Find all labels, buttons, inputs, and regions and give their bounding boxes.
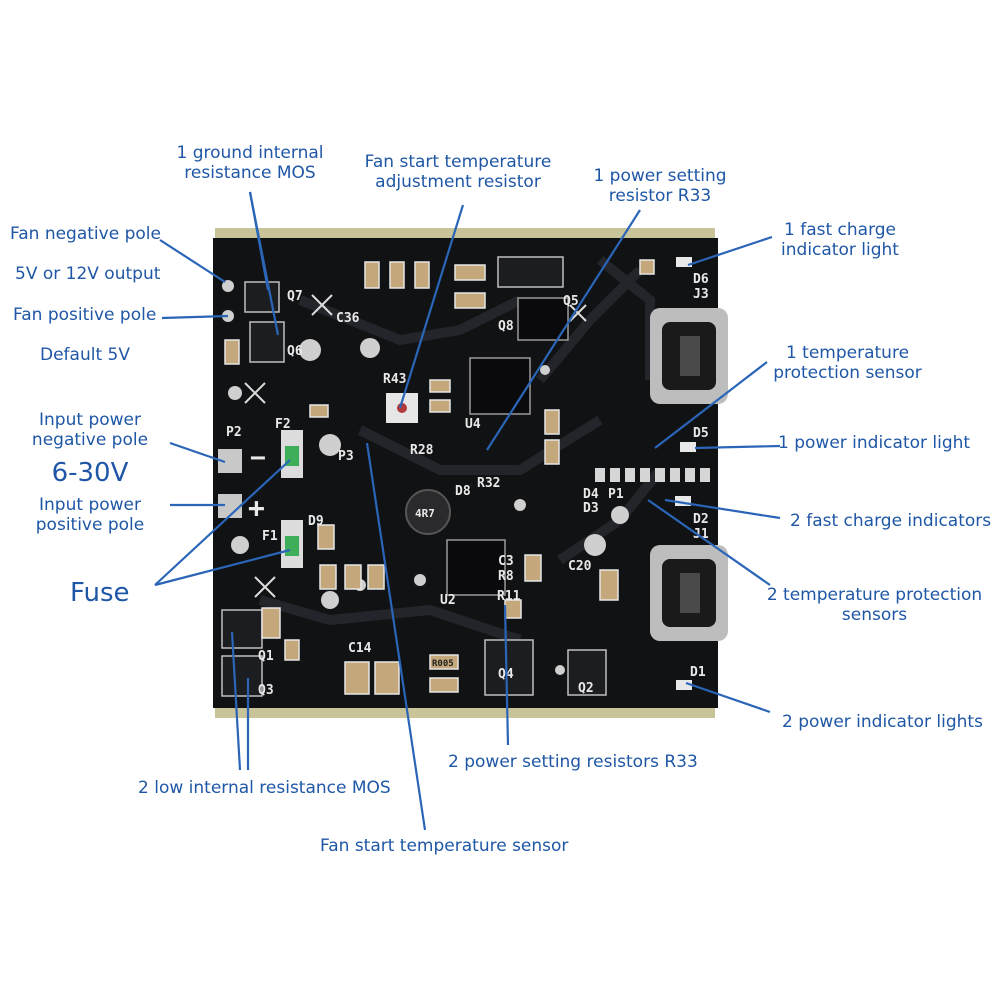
label-power-resistor-1-line2: resistor R33 — [608, 186, 712, 206]
label-fan-adjust-line2: adjustment resistor — [375, 172, 541, 192]
leds — [675, 257, 696, 690]
silk-c14: C14 — [348, 641, 372, 656]
label-temp-sensor-1: 1 temperature protection sensor — [765, 343, 930, 383]
label-temp-sensors-2: 2 temperature protection sensors — [762, 585, 987, 625]
label-input-positive: Input power positive pole — [20, 495, 160, 535]
label-power-resistor-1: 1 power setting resistor R33 — [580, 166, 740, 206]
silk-d5: D5 — [693, 426, 709, 441]
label-fast-charge-1-line2: indicator light — [781, 240, 899, 260]
label-power-lights-2: 2 power indicator lights — [782, 712, 983, 732]
passives — [224, 259, 655, 695]
silk-r28: R28 — [410, 443, 434, 458]
label-fan-adjust-line1: Fan start temperature — [364, 152, 552, 172]
silk-f2: F2 — [275, 417, 291, 432]
silk-4r7: 4R7 — [415, 507, 435, 520]
label-ground-mos: 1 ground internal resistance MOS — [160, 143, 340, 183]
label-ground-mos-line1: 1 ground internal — [176, 143, 324, 163]
silk-plus: + — [248, 491, 265, 524]
silk-r43: R43 — [383, 372, 406, 387]
label-temp-sensors-2-line1: 2 temperature protection — [766, 585, 983, 605]
silk-p3: P3 — [338, 449, 354, 464]
silk-minus: − — [250, 443, 266, 473]
pads — [222, 280, 629, 675]
silk-p1: P1 — [608, 487, 624, 502]
silk-d1: D1 — [690, 665, 706, 680]
silk-c3: C3 — [498, 554, 514, 569]
label-fast-charge-2: 2 fast charge indicators — [790, 511, 992, 531]
silk-r8: R8 — [498, 569, 514, 584]
ic-u4 — [469, 357, 531, 415]
silk-j1: J1 — [693, 527, 709, 542]
label-fan-positive: Fan positive pole — [13, 305, 157, 325]
label-input-negative-line1: Input power — [39, 410, 141, 430]
silk-u4: U4 — [465, 417, 481, 432]
silk-q1: Q1 — [258, 649, 274, 664]
mos-chips — [221, 256, 607, 697]
label-fan-negative: Fan negative pole — [10, 224, 161, 244]
label-ground-mos-line2: resistance MOS — [184, 163, 316, 183]
label-power-resistors-2: 2 power setting resistors R33 — [448, 752, 698, 772]
label-input-negative: Input power negative pole — [20, 410, 160, 450]
label-low-mos-2: 2 low internal resistance MOS — [138, 778, 391, 798]
silk-r005: R005 — [432, 659, 454, 669]
label-temp-sensors-2-line2: sensors — [841, 605, 908, 625]
silk-f1: F1 — [262, 529, 278, 544]
silk-c20: C20 — [568, 559, 592, 574]
label-input-positive-line2: positive pole — [35, 515, 145, 535]
label-input-positive-line1: Input power — [39, 495, 141, 515]
label-power-light-1: 1 power indicator light — [778, 433, 971, 453]
label-temp-sensor-1-line1: 1 temperature — [785, 343, 910, 363]
silk-r32: R32 — [477, 476, 500, 491]
label-default-voltage: Default 5V — [40, 345, 130, 365]
inductor-4r7 — [405, 489, 451, 535]
label-fan-adjust-resistor: Fan start temperature adjustment resisto… — [358, 152, 558, 192]
silk-d8: D8 — [455, 484, 471, 499]
silk-q5: Q5 — [563, 294, 579, 309]
leader-lines — [154, 191, 781, 831]
silk-q3: Q3 — [258, 683, 274, 698]
label-input-negative-line2: negative pole — [31, 430, 149, 450]
label-fast-charge-1-line1: 1 fast charge — [783, 220, 897, 240]
label-temp-sensor-1-line2: protection sensor — [773, 363, 922, 383]
silk-u2: U2 — [440, 593, 456, 608]
ic-u2 — [446, 539, 506, 596]
silk-q6: Q6 — [287, 344, 303, 359]
silk-d6: D6 — [693, 272, 709, 287]
label-fast-charge-1: 1 fast charge indicator light — [770, 220, 910, 260]
silk-d9: D9 — [308, 514, 324, 529]
ic-q5 — [517, 297, 569, 341]
silk-p2: P2 — [226, 425, 242, 440]
label-output-voltage: 5V or 12V output — [15, 264, 161, 284]
label-power-resistor-1-line1: 1 power setting — [593, 166, 727, 186]
silk-j3: J3 — [693, 287, 709, 302]
silk-d2: D2 — [693, 512, 709, 527]
silk-q8: Q8 — [498, 319, 514, 334]
silk-q7: Q7 — [287, 289, 303, 304]
pin-header — [595, 468, 710, 482]
silk-r11: R11 — [497, 589, 521, 604]
label-voltage-range: 6-30V — [51, 458, 129, 488]
silk-d4: D4 — [583, 487, 599, 502]
silk-q2: Q2 — [578, 681, 594, 696]
silk-c36: C36 — [336, 311, 360, 326]
mounting-marks — [244, 294, 587, 598]
label-fan-sensor: Fan start temperature sensor — [320, 836, 569, 856]
silk-d3: D3 — [583, 501, 599, 516]
label-fuse: Fuse — [70, 578, 130, 608]
